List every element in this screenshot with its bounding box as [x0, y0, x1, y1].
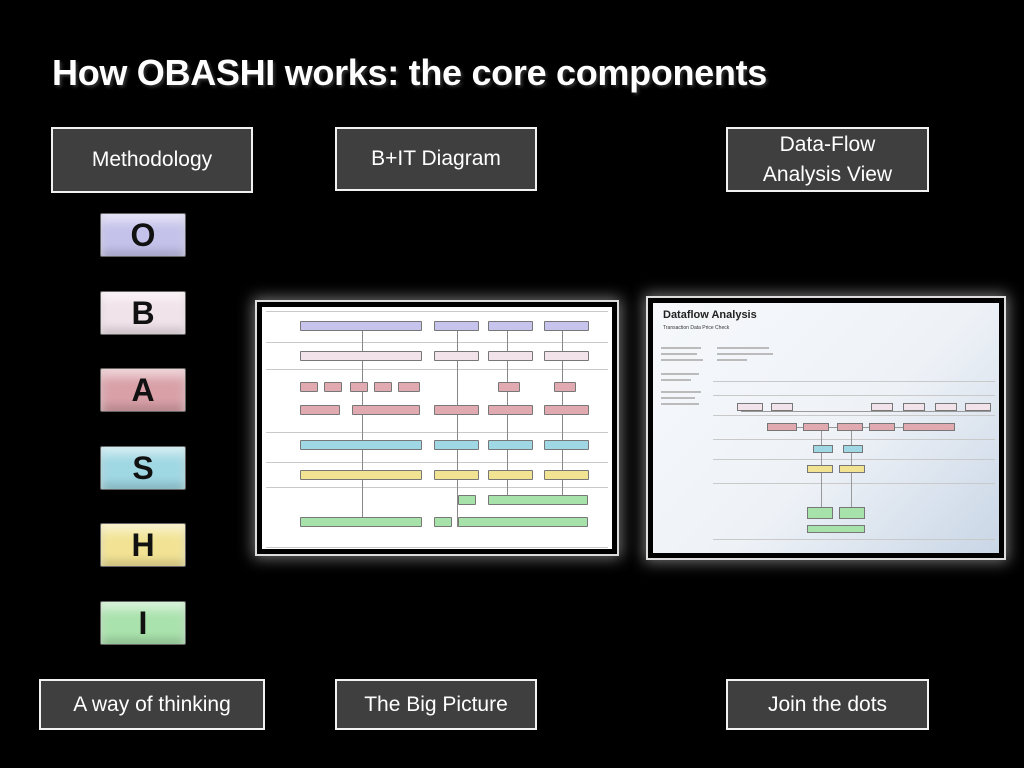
dataflow-view-label-line2: Analysis View [762, 162, 893, 186]
join-the-dots-label: Join the dots [767, 692, 888, 716]
letter-a: A [131, 371, 155, 408]
letter-s-block: S [100, 446, 186, 490]
letter-o: O [130, 216, 156, 253]
join-the-dots-box: Join the dots [726, 679, 929, 730]
big-picture-box: The Big Picture [335, 679, 537, 730]
way-of-thinking-label: A way of thinking [73, 692, 231, 716]
bit-diagram-label: B+IT Diagram [371, 147, 501, 170]
letter-i-block: I [100, 601, 186, 645]
letter-o-block: O [100, 213, 186, 257]
letter-h: H [131, 526, 155, 563]
methodology-label: Methodology [91, 148, 213, 171]
dataflow-thumb-subtitle: Transaction Data Price Check [663, 325, 730, 331]
letter-i: I [138, 604, 148, 641]
letter-b: B [131, 294, 155, 331]
letter-h-block: H [100, 523, 186, 567]
bit-diagram-thumbnail [257, 302, 617, 554]
big-picture-label: The Big Picture [364, 692, 508, 716]
way-of-thinking-box: A way of thinking [39, 679, 265, 730]
dataflow-analysis-thumbnail: Dataflow Analysis Transaction Data Price… [648, 298, 1004, 558]
bit-diagram-box: B+IT Diagram [335, 127, 537, 191]
dataflow-view-label-line1: Data-Flow [779, 132, 876, 156]
dataflow-view-box: Data-Flow Analysis View [726, 127, 929, 192]
methodology-box: Methodology [51, 127, 253, 193]
letter-s: S [132, 449, 154, 486]
slide-title: How OBASHI works: the core components [52, 52, 768, 93]
dataflow-thumb-title: Dataflow Analysis [663, 309, 757, 321]
letter-a-block: A [100, 368, 186, 412]
letter-b-block: B [100, 291, 186, 335]
